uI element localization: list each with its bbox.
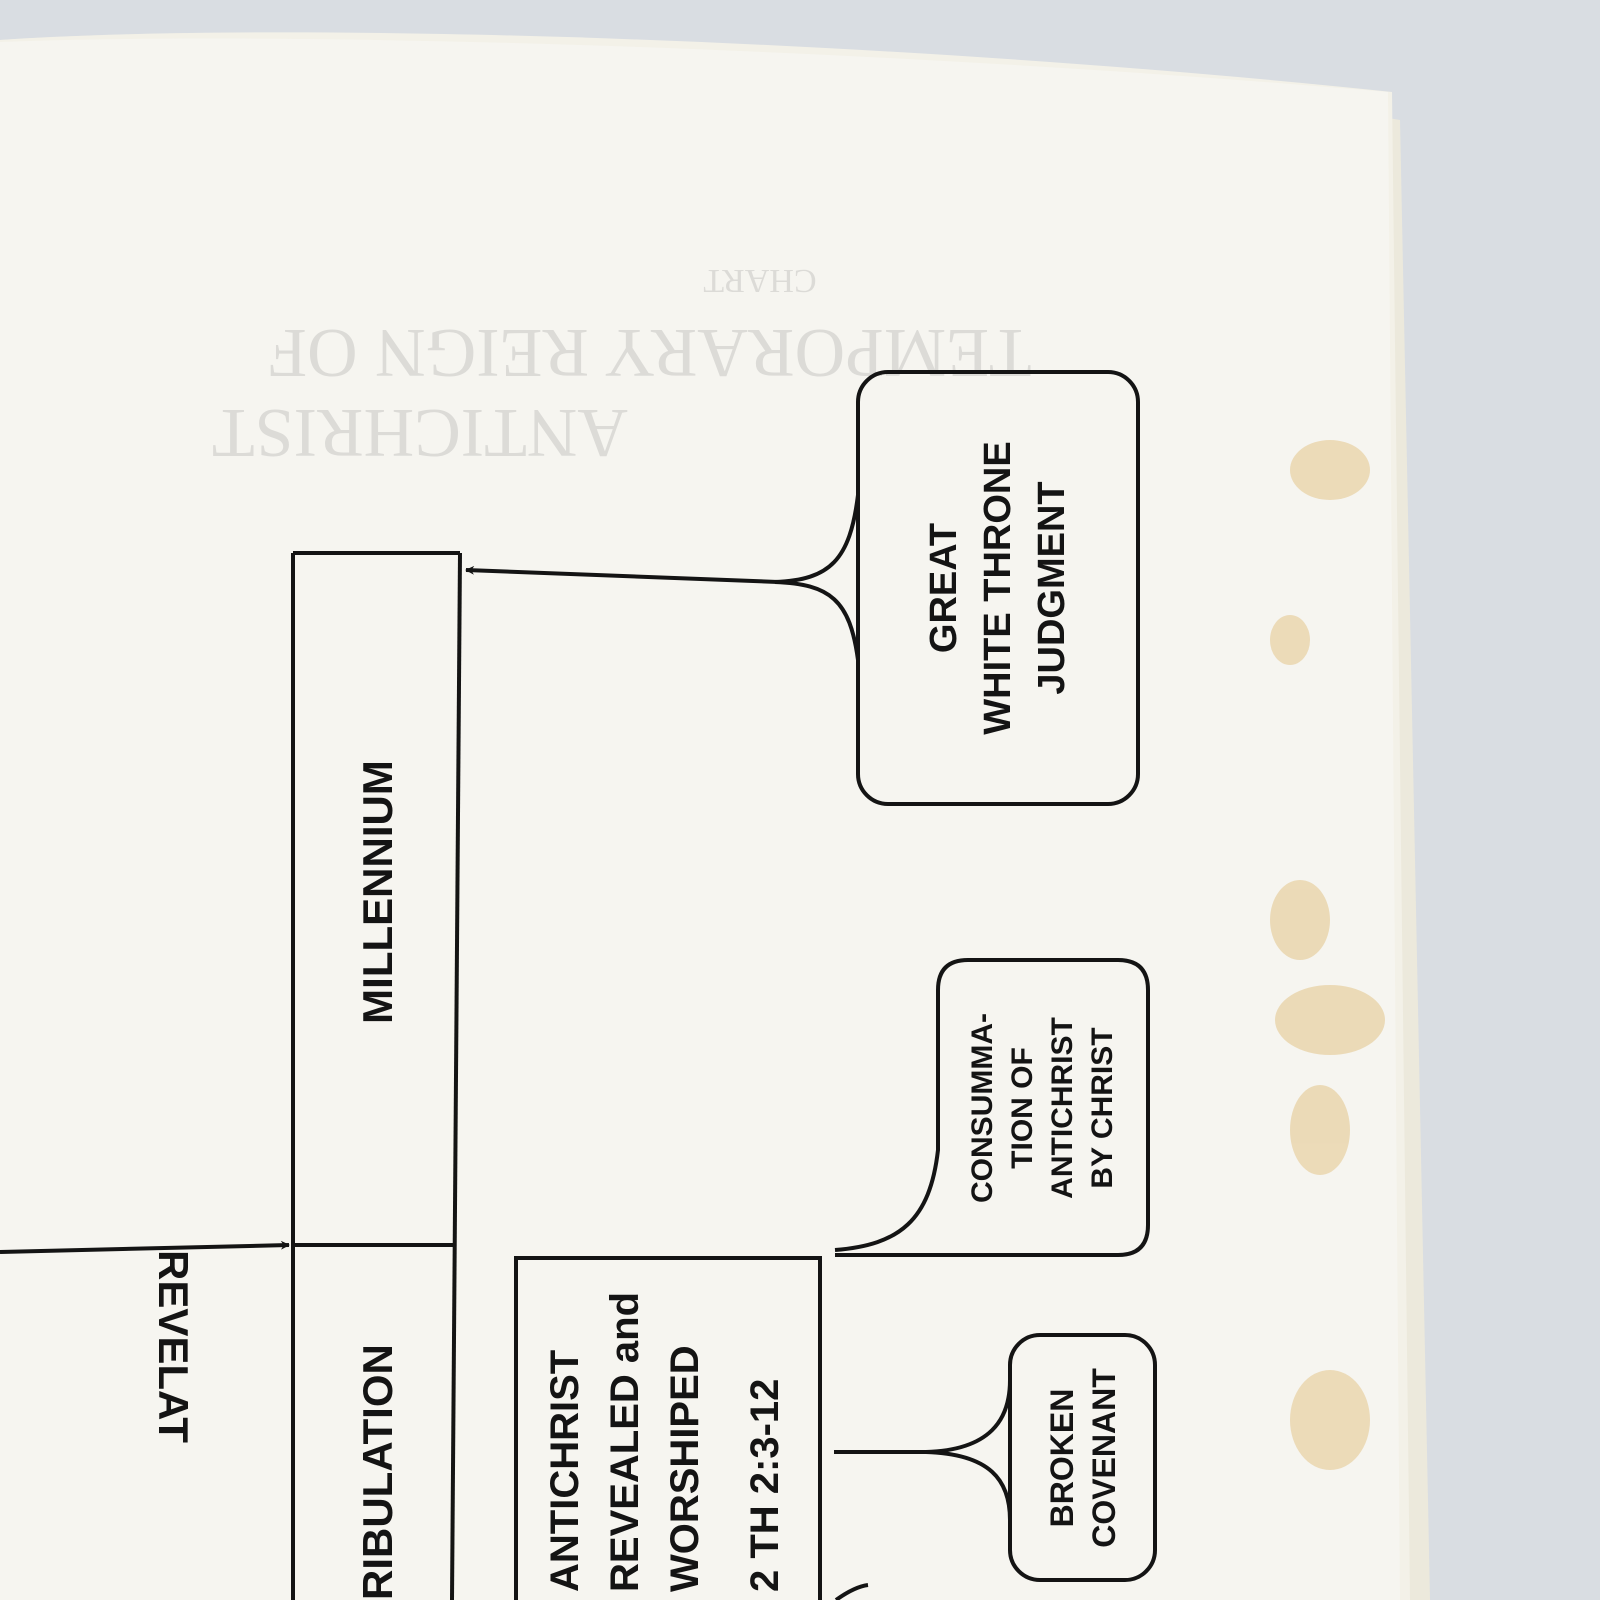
show-through-text: TEMPORARY REIGN OF ANTICHRIST CHART	[212, 262, 1032, 471]
tribulation-label: RIBULATION	[354, 1344, 401, 1600]
judgment-connector	[774, 494, 860, 661]
book-page	[0, 38, 1400, 1600]
millennium-label: MILLENNIUM	[354, 760, 401, 1024]
revelation-arrow	[0, 1240, 290, 1254]
revelation-label: REVELAT	[150, 1250, 197, 1443]
broken-covenant-label: BROKEN COVENANT	[1044, 1368, 1122, 1548]
judgment-arrow	[465, 565, 779, 584]
bc-line-1: BROKEN	[1044, 1389, 1080, 1528]
great-white-throne-box	[856, 370, 1140, 806]
cons-line-3: ANTICHRIST	[1046, 1017, 1079, 1199]
broken-covenant-box	[1008, 1333, 1157, 1582]
lower-connector	[834, 1583, 869, 1600]
ac-line-1: ANTICHRIST	[543, 1350, 587, 1592]
show-through-subtitle: ANTICHRIST	[212, 394, 628, 471]
show-through-header: CHART	[703, 262, 816, 299]
timeline-bar	[291, 551, 462, 1600]
consummation-label: CONSUMMA- TION OF ANTICHRIST BY CHRIST	[966, 1013, 1119, 1203]
cons-line-1: CONSUMMA-	[966, 1013, 999, 1203]
bc-line-2: COVENANT	[1086, 1368, 1122, 1548]
great-white-throne-label: GREAT WHITE THRONE JUDGMENT	[923, 441, 1073, 734]
antichrist-box	[514, 1256, 822, 1600]
consummation-box	[834, 958, 1150, 1257]
ac-line-3: WORSHIPED	[663, 1345, 707, 1592]
show-through-title: TEMPORARY REIGN OF	[268, 314, 1032, 391]
cons-line-4: BY CHRIST	[1086, 1027, 1119, 1188]
gwt-line-2: WHITE THRONE	[977, 441, 1019, 734]
gwt-line-3: JUDGMENT	[1031, 481, 1073, 694]
cons-line-2: TION OF	[1006, 1047, 1039, 1169]
ac-line-2: REVEALED and	[603, 1292, 647, 1592]
foxing-stains	[1270, 440, 1385, 1470]
gwt-line-1: GREAT	[923, 523, 965, 653]
ac-line-4: 2 TH 2:3-12	[743, 1379, 787, 1592]
antichrist-label: ANTICHRIST REVEALED and WORSHIPED 2 TH 2…	[543, 1292, 787, 1592]
